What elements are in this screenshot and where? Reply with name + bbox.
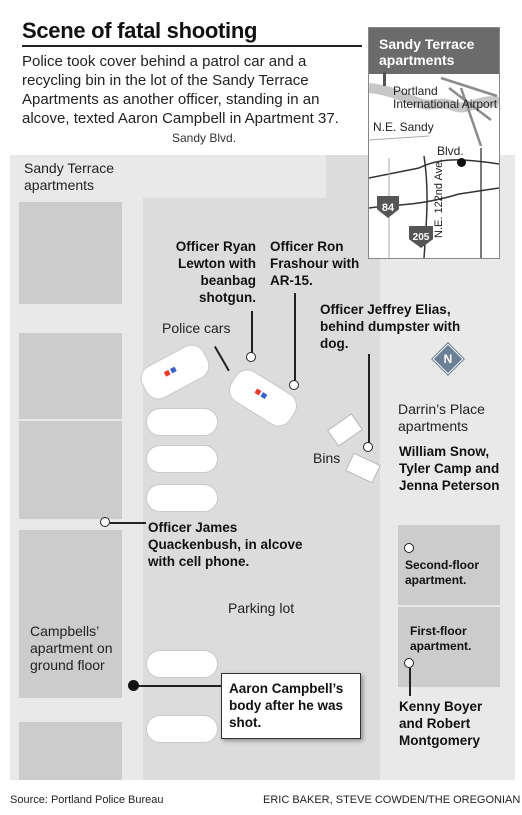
- label-police-cars: Police cars: [162, 320, 231, 336]
- locator-road-122nd: N.E. 122nd Ave.: [433, 158, 445, 238]
- label-bins: Bins: [313, 450, 341, 466]
- officer-elias-marker: [363, 442, 373, 452]
- artist-credit: ERIC BAKER, STEVE COWDEN/THE OREGONIAN: [263, 794, 521, 806]
- parked-car: [146, 408, 218, 436]
- label-officer-lewton: Officer Ryan Lewton with beanbag shotgun…: [175, 239, 256, 305]
- parked-car: [146, 650, 218, 678]
- locator-site-marker: [457, 158, 466, 167]
- interstate-84-shield-icon: 84: [377, 196, 399, 218]
- label-second-floor: Second-floor apartment.: [405, 558, 479, 587]
- locator-title: Sandy Terrace apartments: [379, 36, 475, 68]
- label-first-floor: First-floor apartment.: [410, 624, 472, 653]
- locator-header: [369, 28, 499, 74]
- body-callout: Aaron Campbell’s body after he was shot.: [221, 673, 361, 739]
- label-darrins-place: Darrin’s Place apartments: [398, 401, 485, 434]
- light-bar-blue: [260, 392, 268, 400]
- frashour-leader: [294, 293, 296, 381]
- lewton-leader: [251, 311, 253, 353]
- locator-hwy-205: 205: [412, 232, 430, 243]
- source-credit: Source: Portland Police Bureau: [10, 794, 164, 806]
- parked-car: [146, 715, 218, 743]
- label-officer-elias: Officer Jeffrey Elias, behind dumpster w…: [320, 302, 461, 351]
- label-parking-lot: Parking lot: [228, 600, 295, 616]
- label-witnesses-first-floor: Kenny Boyer and Robert Montgomery: [399, 699, 483, 748]
- locator-road-blvd: Blvd.: [437, 144, 464, 158]
- locator-road-sandy: N.E. Sandy: [373, 120, 434, 134]
- officer-quackenbush-marker: [100, 517, 110, 527]
- title-rule: [22, 45, 362, 47]
- label-witnesses-second-floor: William Snow, Tyler Camp and Jenna Peter…: [399, 444, 500, 493]
- light-bar-blue: [170, 366, 177, 374]
- officer-frashour-marker: [289, 380, 299, 390]
- locator-hwy-84: 84: [381, 202, 395, 214]
- second-floor-marker: [404, 543, 414, 553]
- body-marker: [128, 680, 139, 691]
- locator-airport-label: Portland International Airport: [393, 84, 498, 111]
- first-floor-marker: [404, 658, 414, 668]
- locator-map: Sandy Terrace apartments Portland Intern…: [368, 27, 500, 259]
- parked-car: [146, 445, 218, 473]
- body-leader: [139, 685, 221, 687]
- label-officer-frashour: Officer Ron Frashour with AR-15.: [270, 239, 360, 288]
- elias-leader: [368, 354, 370, 444]
- label-officer-quackenbush: Officer James Quackenbush, in alcove wit…: [148, 520, 303, 569]
- north-label: N: [443, 352, 453, 366]
- page-title: Scene of fatal shooting: [22, 18, 258, 43]
- first-floor-leader: [409, 668, 411, 696]
- label-campbells-apartment: Campbells’ apartment on ground floor: [30, 623, 113, 673]
- locator-map-roads: [369, 76, 499, 258]
- label-body: Aaron Campbell’s body after he was shot.: [229, 681, 344, 730]
- parked-car: [146, 484, 218, 512]
- label-sandy-terrace: Sandy Terrace apartments: [24, 160, 115, 193]
- quackenbush-leader: [110, 522, 146, 524]
- interstate-205-shield-icon: 205: [409, 226, 433, 248]
- locator-pointer: [383, 72, 386, 86]
- street-label: Sandy Blvd.: [172, 131, 237, 145]
- site-map: [10, 155, 515, 780]
- light-bar-red: [163, 369, 171, 377]
- intro-text: Police took cover behind a patrol car an…: [22, 53, 339, 127]
- officer-lewton-marker: [246, 352, 256, 362]
